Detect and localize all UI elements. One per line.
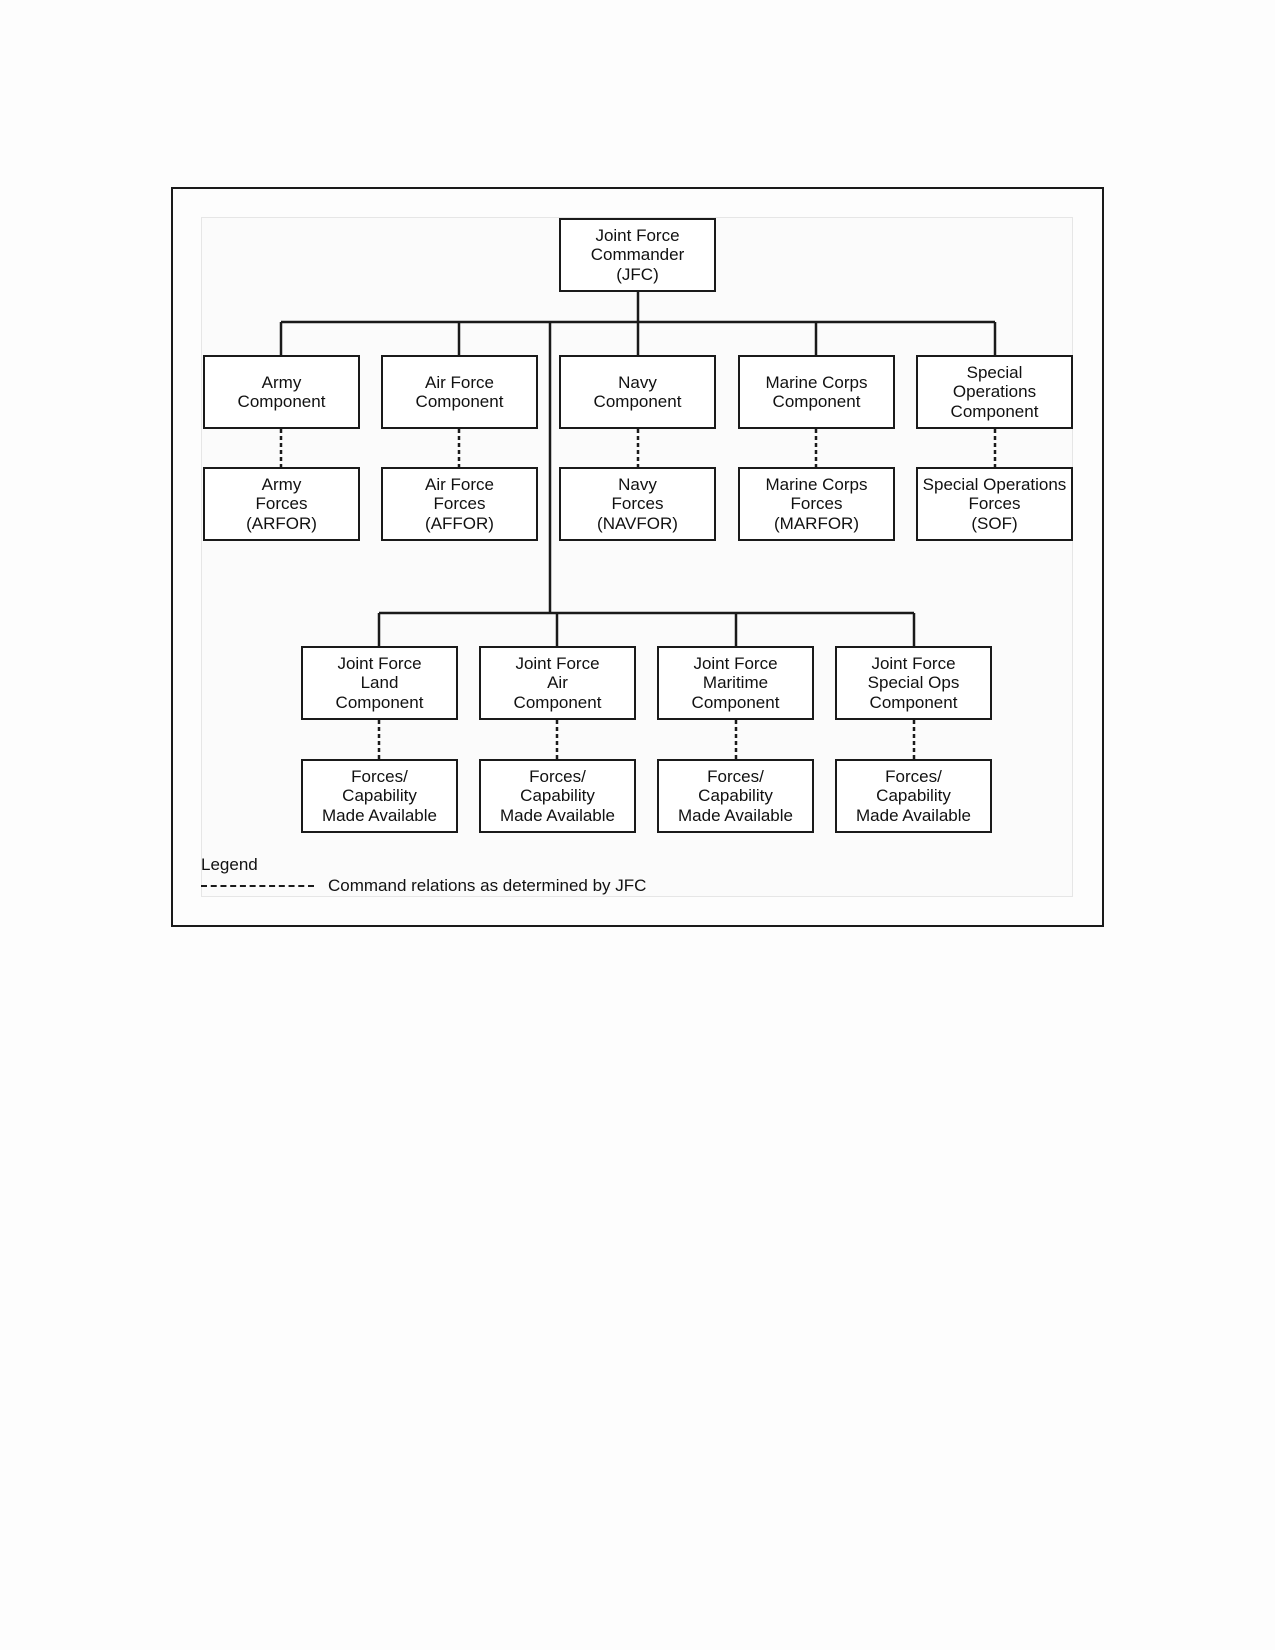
army-component-node: Army Component [203,355,360,429]
marine-corps-component-node: Marine Corps Component [738,355,895,429]
marine-corps-forces-node: Marine Corps Forces (MARFOR) [738,467,895,541]
special-operations-component-node: Special Operations Component [916,355,1073,429]
special-operations-forces-node: Special Operations Forces (SOF) [916,467,1073,541]
maritime-forces-node: Forces/ Capability Made Available [657,759,814,833]
land-forces-node: Forces/ Capability Made Available [301,759,458,833]
figure-frame [171,187,1104,927]
legend-description: Command relations as determined by JFC [328,876,647,895]
air-component-node: Joint Force Air Component [479,646,636,720]
special-ops-component-node: Joint Force Special Ops Component [835,646,992,720]
legend-title: Legend [201,855,258,874]
air-forces-node: Forces/ Capability Made Available [479,759,636,833]
navy-component-node: Navy Component [559,355,716,429]
land-component-node: Joint Force Land Component [301,646,458,720]
navy-forces-node: Navy Forces (NAVFOR) [559,467,716,541]
maritime-component-node: Joint Force Maritime Component [657,646,814,720]
jfc-node: Joint Force Commander (JFC) [559,218,716,292]
army-forces-node: Army Forces (ARFOR) [203,467,360,541]
air-force-forces-node: Air Force Forces (AFFOR) [381,467,538,541]
special-ops-forces-node: Forces/ Capability Made Available [835,759,992,833]
legend-dashed-line [201,885,314,887]
air-force-component-node: Air Force Component [381,355,538,429]
